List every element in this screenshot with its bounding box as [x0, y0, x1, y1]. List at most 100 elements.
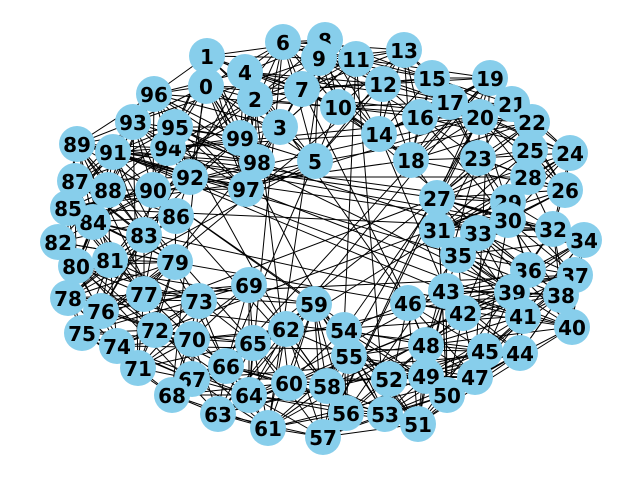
node-label: 1	[200, 45, 214, 69]
node-label: 55	[335, 345, 363, 369]
graph-node: 64	[231, 377, 267, 413]
graph-node: 77	[126, 276, 162, 312]
node-circle	[228, 171, 264, 207]
node-circle	[402, 99, 438, 135]
node-circle	[512, 132, 548, 168]
graph-node: 35	[440, 237, 476, 273]
node-circle	[136, 76, 172, 112]
graph-node: 9	[301, 40, 337, 76]
node-circle	[40, 224, 76, 260]
node-label: 9	[312, 47, 326, 71]
node-label: 41	[509, 305, 537, 329]
graph-node: 72	[137, 312, 173, 348]
graph-node: 1	[189, 38, 225, 74]
node-label: 61	[254, 417, 282, 441]
node-circle	[90, 172, 126, 208]
node-label: 96	[140, 83, 168, 107]
node-circle	[490, 202, 526, 238]
node-label: 13	[390, 39, 418, 63]
node-circle	[429, 377, 465, 413]
graph-node: 0	[188, 68, 224, 104]
graph-edge	[67, 261, 176, 299]
graph-node: 17	[432, 84, 468, 120]
node-label: 76	[87, 300, 115, 324]
node-circle	[154, 377, 190, 413]
node-label: 50	[433, 384, 461, 408]
node-label: 53	[371, 403, 399, 427]
graph-edge	[132, 57, 320, 123]
node-circle	[361, 116, 397, 152]
graph-node: 13	[386, 32, 422, 68]
graph-node: 69	[231, 267, 267, 303]
node-label: 20	[466, 106, 494, 130]
node-circle	[390, 285, 426, 321]
node-circle	[535, 211, 571, 247]
node-circle	[419, 180, 455, 216]
node-circle	[115, 104, 151, 140]
graph-node: 10	[320, 89, 356, 125]
graph-node: 14	[361, 116, 397, 152]
node-circle	[181, 283, 217, 319]
node-circle	[460, 140, 496, 176]
graph-node: 16	[402, 99, 438, 135]
node-label: 52	[375, 368, 403, 392]
node-label: 64	[235, 384, 263, 408]
node-circle	[440, 237, 476, 273]
graph-node: 43	[428, 273, 464, 309]
graph-node: 86	[158, 198, 194, 234]
node-label: 14	[365, 123, 393, 147]
graph-node: 90	[135, 172, 171, 208]
node-circle	[200, 396, 236, 432]
graph-node: 28	[510, 159, 546, 195]
graph-node: 7	[284, 71, 320, 107]
node-label: 81	[96, 249, 124, 273]
node-label: 87	[61, 170, 89, 194]
node-label: 68	[158, 384, 186, 408]
graph-node: 89	[59, 126, 95, 162]
node-circle	[268, 311, 304, 347]
node-label: 2	[248, 88, 262, 112]
graph-node: 62	[268, 311, 304, 347]
graph-node: 41	[505, 298, 541, 334]
node-label: 90	[139, 179, 167, 203]
graph-node: 99	[222, 120, 258, 156]
node-label: 22	[518, 111, 546, 135]
node-label: 56	[332, 402, 360, 426]
graph-node: 20	[462, 99, 498, 135]
node-label: 19	[476, 67, 504, 91]
node-circle	[126, 276, 162, 312]
node-label: 78	[54, 287, 82, 311]
graph-node: 96	[136, 76, 172, 112]
graph-edge	[100, 71, 246, 312]
node-circle	[172, 159, 208, 195]
node-label: 66	[212, 355, 240, 379]
node-circle	[235, 325, 271, 361]
node-label: 32	[539, 218, 567, 242]
node-circle	[547, 172, 583, 208]
node-label: 77	[130, 283, 158, 307]
graph-node: 53	[367, 396, 403, 432]
node-circle	[386, 32, 422, 68]
node-circle	[408, 327, 444, 363]
node-circle	[83, 293, 119, 329]
node-circle	[188, 68, 224, 104]
node-label: 34	[570, 229, 598, 253]
node-circle	[305, 419, 341, 455]
node-label: 83	[130, 224, 158, 248]
graph-node: 44	[502, 335, 538, 371]
node-label: 48	[412, 334, 440, 358]
graph-node: 34	[566, 222, 602, 258]
node-circle	[552, 135, 588, 171]
node-label: 40	[558, 316, 586, 340]
node-circle	[208, 348, 244, 384]
node-circle	[157, 109, 193, 145]
node-label: 11	[342, 48, 370, 72]
node-label: 18	[397, 149, 425, 173]
node-label: 17	[436, 91, 464, 115]
graph-node: 97	[228, 171, 264, 207]
node-circle	[543, 277, 579, 313]
node-circle	[328, 395, 364, 431]
graph-node: 46	[390, 285, 426, 321]
